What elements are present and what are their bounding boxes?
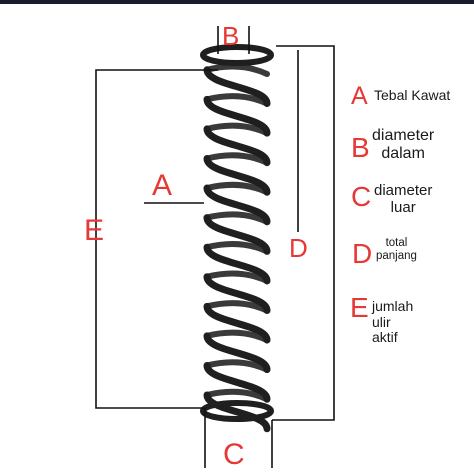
label-e: E <box>84 214 104 247</box>
dimension-d-bracket <box>272 45 335 421</box>
legend-text-diameter-luar: diameter luar <box>374 182 433 216</box>
label-d: D <box>289 233 308 263</box>
label-c: C <box>223 438 245 471</box>
legend-text-total-panjang: total panjang <box>376 237 417 262</box>
legend-text-jumlah-ulir-aktif: jumlah ulir aktif <box>372 298 414 346</box>
spring-front-segments <box>203 66 271 433</box>
spring-back-segments <box>204 63 270 403</box>
legend-letter-b: B <box>351 132 370 163</box>
spring-top-ring <box>200 44 274 66</box>
top-bar <box>0 0 474 4</box>
spring-coils <box>200 44 274 433</box>
legend-letter-e: E <box>350 292 369 323</box>
legend-letter-d: D <box>352 238 373 269</box>
label-a: A <box>152 169 172 202</box>
label-b: B <box>222 21 239 51</box>
dimension-e-bracket <box>95 69 218 409</box>
legend-text-tebal-kawat: Tebal Kawat <box>374 87 451 103</box>
legend-text-diameter-dalam: diameter dalam <box>372 127 435 162</box>
legend-letter-a: A <box>351 82 368 110</box>
spring-bottom-ring <box>200 400 274 422</box>
legend-letter-c: C <box>351 181 372 212</box>
